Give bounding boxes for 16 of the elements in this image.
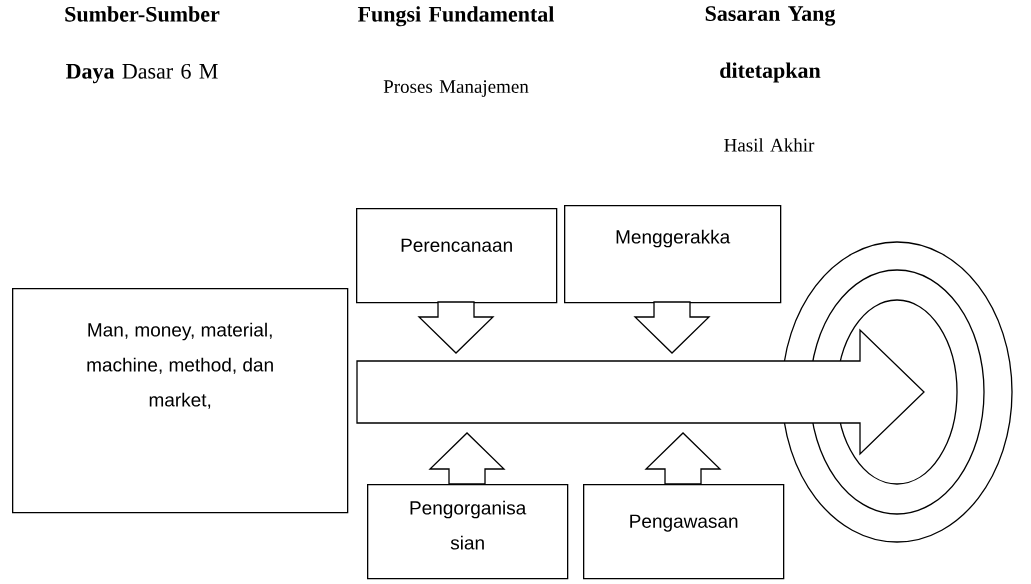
block-arrow [633,301,711,354]
heading-text: Sumber-Sumber Daya Dasar 6 M [65,6,220,84]
heading-text: Fungsi Fundamental [357,6,555,27]
callout-box: Perencanaan [356,208,558,304]
block-arrow [356,328,925,456]
callout-box: Menggerakka [564,205,782,304]
resource-box: Man, money, material, machine, method, dan market, [12,288,349,514]
heading-text: Sasaran Yang ditetapkan [705,6,836,83]
block-arrow [428,432,506,485]
block-arrow [644,432,722,485]
target-drawing [781,241,1013,543]
callout-box: Pengorganisa sian [367,484,569,580]
callout-box: Pengawasan [583,484,785,580]
heading-text: Hasil Akhir [724,138,815,152]
block-arrow [417,301,495,354]
heading-text: Proses Manajemen [383,80,529,97]
